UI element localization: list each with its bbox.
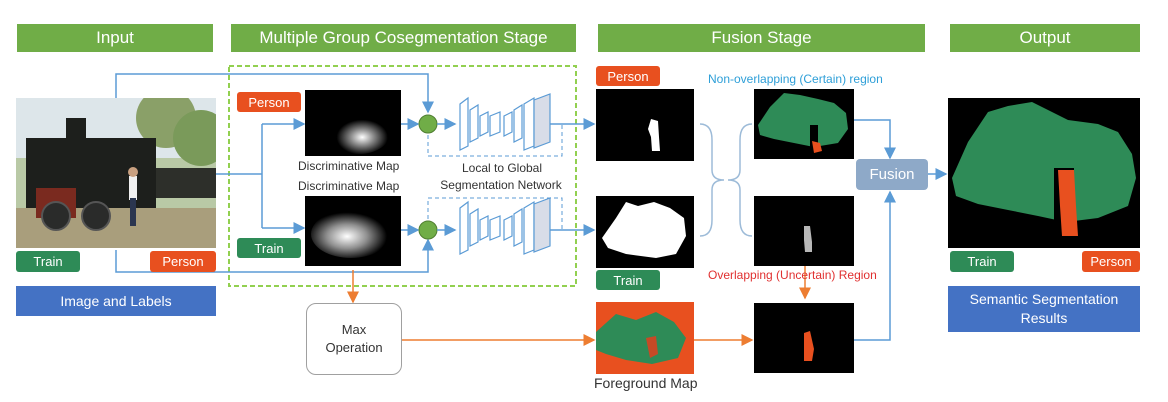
input-photo [16,98,216,248]
image-and-labels-box: Image and Labels [16,286,216,316]
max-operation-line2: Operation [325,340,383,355]
header-cosegmentation-stage: Multiple Group Cosegmentation Stage [231,24,576,52]
overlapping-result-mask [754,303,854,373]
header-output: Output [950,24,1140,52]
output-segmentation [948,98,1140,248]
fusion-node: Fusion [856,159,928,190]
segmentation-network-bottom [459,197,551,255]
header-fusion-stage: Fusion Stage [598,24,925,52]
caption-segmentation-network: Segmentation Network [440,178,562,192]
output-label-person: Person [1082,251,1140,272]
output-label-train: Train [950,251,1014,272]
non-overlapping-mask [754,89,854,159]
semantic-results-line2: Results [1020,310,1068,326]
caption-discriminative-map-top: Discriminative Map [298,159,400,173]
combine-node-bottom [418,220,438,240]
mask-person [596,89,694,161]
input-label-person: Person [150,251,216,272]
caption-overlapping-region: Overlapping (Uncertain) Region [708,268,877,282]
discriminative-map-person [305,90,401,156]
uncertain-mask [754,196,854,266]
fusion-label-train: Train [596,270,660,290]
semantic-results-line1: Semantic Segmentation [969,291,1119,307]
caption-foreground-map: Foreground Map [594,375,698,391]
caption-non-overlapping-region: Non-overlapping (Certain) region [708,72,883,86]
caption-discriminative-map-bottom: Discriminative Map [298,179,400,193]
foreground-map [596,302,694,374]
max-operation-line1: Max [341,322,367,337]
max-operation-box: Max Operation [306,303,402,375]
mask-train [596,196,694,268]
semantic-segmentation-results-box: Semantic Segmentation Results [948,286,1140,332]
coseg-label-person: Person [237,92,301,112]
coseg-label-train: Train [237,238,301,258]
fusion-label-person: Person [596,66,660,86]
segmentation-network-top [459,93,551,151]
input-label-train: Train [16,251,80,272]
header-input: Input [17,24,213,52]
combine-node-top [418,114,438,134]
caption-local-to-global: Local to Global [461,161,543,175]
cosegmentation-dashed-frame [228,65,577,287]
discriminative-map-train [305,196,401,266]
